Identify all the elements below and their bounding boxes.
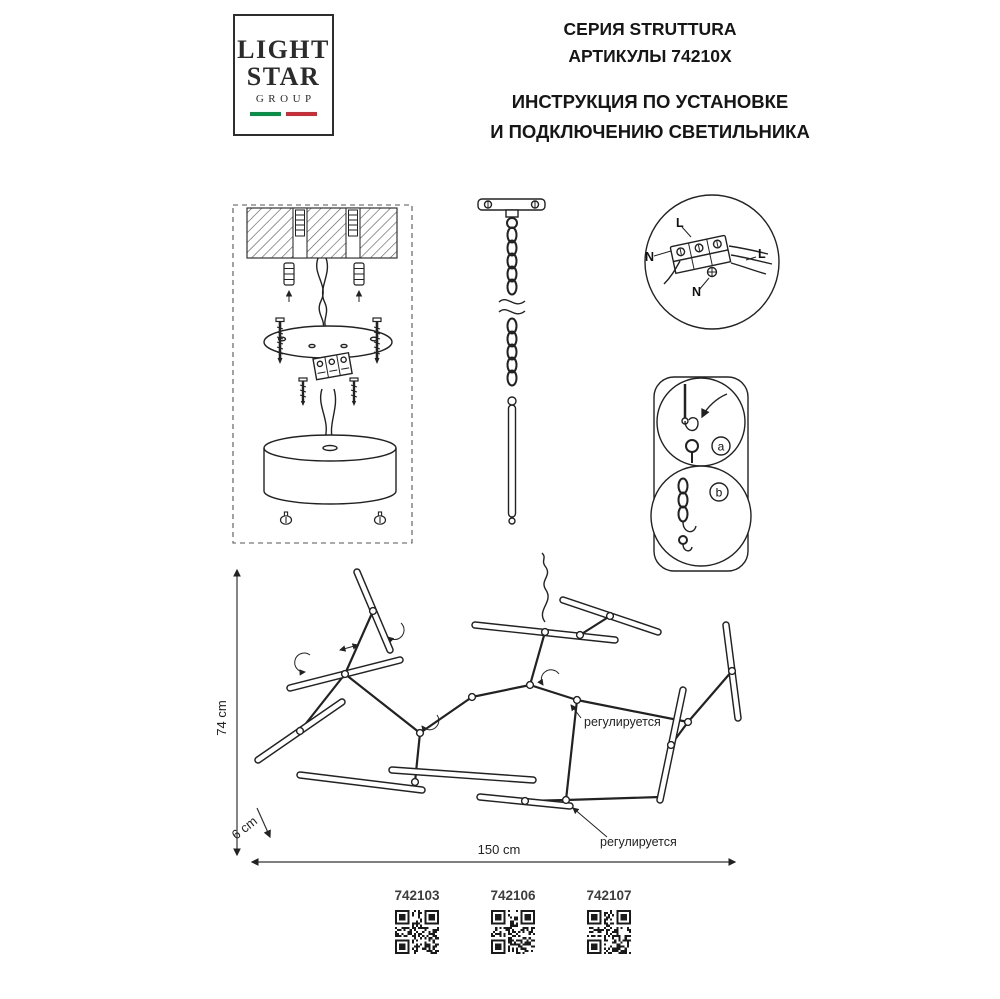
instruction-line-1: ИНСТРУКЦИЯ ПО УСТАНОВКЕ bbox=[511, 91, 789, 112]
lightstar-logo: LIGHT STAR GROUP bbox=[233, 14, 334, 136]
detail-a-label: a bbox=[718, 440, 725, 454]
detail-a-circle bbox=[656, 377, 746, 467]
chain-upper bbox=[506, 226, 518, 296]
leader-line bbox=[698, 277, 710, 291]
qr-section: 742103 742106 742107 bbox=[371, 888, 655, 954]
leader-line bbox=[653, 250, 672, 257]
dim-height: 74 cm bbox=[214, 568, 241, 857]
hook-detail-diagram: a b bbox=[650, 376, 752, 572]
adjustable-leader-top bbox=[570, 704, 582, 719]
qr-code-image bbox=[587, 910, 631, 954]
qr-item: 742107 bbox=[563, 888, 655, 954]
hook-pin bbox=[681, 384, 699, 463]
wall-anchor bbox=[353, 262, 365, 286]
mounting-assembly-diagram bbox=[232, 204, 413, 544]
suspension-diagram bbox=[477, 198, 546, 525]
assembly-boundary bbox=[232, 204, 413, 544]
detail-a-badge bbox=[711, 436, 731, 456]
qr-item: 742106 bbox=[467, 888, 559, 954]
label-n-bottom: N bbox=[692, 285, 701, 299]
chandelier-diagram: регулируется регулируется 74 cm 6 cm 150… bbox=[214, 552, 742, 866]
rotation-arrows bbox=[294, 622, 560, 733]
wiring-detail-diagram: L N L N bbox=[644, 194, 780, 330]
label-n-left: N bbox=[645, 250, 654, 264]
adjustable-label-bottom: регулируется bbox=[600, 835, 677, 849]
qr-code-image bbox=[395, 910, 439, 954]
label-l-top: L bbox=[676, 216, 684, 230]
adjustable-label-top: регулируется bbox=[584, 715, 661, 729]
fixing-screw bbox=[348, 376, 360, 408]
instruction-line-2: И ПОДКЛЮЧЕНИЮ СВЕТИЛЬНИКА bbox=[490, 121, 810, 142]
logo-flag bbox=[250, 112, 317, 116]
fixing-screw bbox=[297, 376, 309, 408]
series-title: СЕРИЯ STRUTTURA bbox=[563, 19, 737, 39]
ceiling-section bbox=[246, 207, 398, 259]
detail-b-badge bbox=[709, 482, 729, 502]
mounting-plate bbox=[263, 325, 393, 359]
dim-width: 150 cm bbox=[250, 842, 737, 866]
detail-chain bbox=[677, 477, 697, 552]
bracket-hub bbox=[505, 209, 519, 218]
leader-line bbox=[745, 256, 757, 261]
canopy-bolt bbox=[373, 511, 387, 525]
lamp-tube bbox=[296, 771, 426, 794]
lamp-tubes bbox=[254, 568, 742, 810]
qr-code-image bbox=[491, 910, 535, 954]
logo-flag-green-bar bbox=[250, 112, 281, 116]
adjustable-leader-bottom bbox=[572, 807, 608, 838]
break-symbol bbox=[498, 299, 526, 315]
dim-drop-label: 6 cm bbox=[229, 813, 260, 842]
frame-rods bbox=[299, 610, 733, 803]
logo-light-text: LIGHT bbox=[237, 35, 330, 65]
canopy-bolt bbox=[279, 511, 293, 525]
leader-line bbox=[681, 226, 692, 238]
ceiling-bracket bbox=[477, 198, 546, 229]
dim-height-label: 74 cm bbox=[214, 700, 229, 735]
frame-joints bbox=[295, 606, 737, 806]
terminal-strip bbox=[669, 234, 732, 275]
qr-item-label: 742106 bbox=[490, 888, 536, 903]
embedded-anchor bbox=[348, 209, 358, 237]
qr-item: 742103 bbox=[371, 888, 463, 954]
chain-lower bbox=[506, 317, 518, 387]
articles-title: АРТИКУЛЫ 74210X bbox=[568, 46, 732, 66]
qr-item-label: 742103 bbox=[394, 888, 440, 903]
header: СЕРИЯ STRUTTURA АРТИКУЛЫ 74210X ИНСТРУКЦ… bbox=[438, 16, 862, 147]
wall-anchor bbox=[283, 262, 295, 286]
lamp-tube bbox=[388, 766, 537, 784]
dim-drop: 6 cm bbox=[229, 807, 271, 842]
embedded-anchor bbox=[295, 209, 305, 237]
label-l-right: L bbox=[758, 247, 766, 261]
unhook-arrow bbox=[701, 393, 728, 419]
qr-item-label: 742107 bbox=[586, 888, 632, 903]
suspension-rod bbox=[507, 396, 517, 525]
power-cord bbox=[541, 552, 549, 623]
detail-b-label: b bbox=[716, 486, 723, 500]
logo-flag-red-bar bbox=[286, 112, 317, 116]
terminal-block bbox=[312, 351, 353, 381]
ground-symbol bbox=[706, 266, 718, 278]
canopy bbox=[263, 434, 397, 505]
logo-star-text: STAR bbox=[246, 62, 321, 92]
dim-width-label: 150 cm bbox=[478, 842, 521, 857]
logo-group-text: GROUP bbox=[255, 93, 316, 106]
instruction-title: ИНСТРУКЦИЯ ПО УСТАНОВКЕ И ПОДКЛЮЧЕНИЮ СВ… bbox=[438, 87, 862, 147]
supply-wires bbox=[316, 257, 329, 330]
